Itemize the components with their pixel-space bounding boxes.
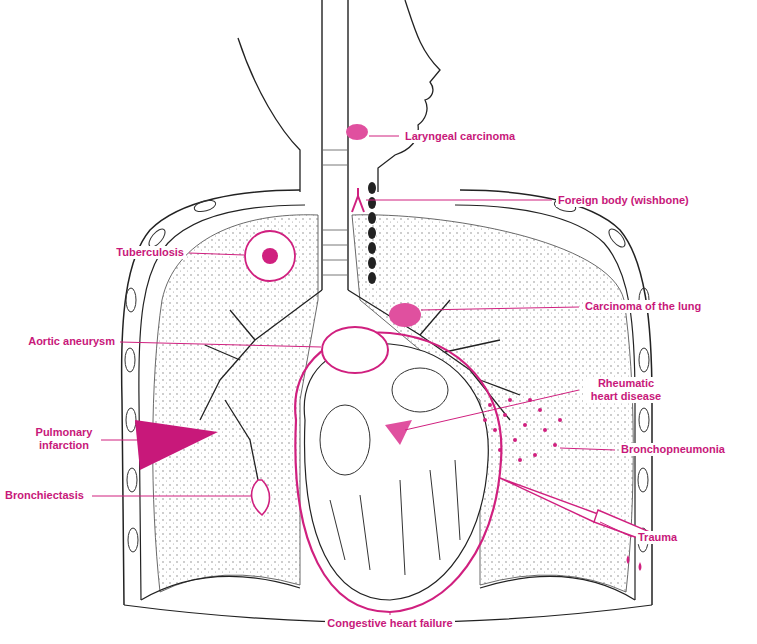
pathology-label: Trauma (636, 531, 679, 544)
pathology-label: Laryngeal carcinoma (403, 130, 517, 143)
pathology-label: Tuberculosis (114, 246, 186, 259)
pathology-label: Pulmonary infarction (29, 426, 99, 452)
pathology-label: Rheumatic heart disease (583, 377, 669, 403)
pathology-label: Congestive heart failure (325, 617, 454, 630)
pathology-label: Aortic aneurysm (26, 335, 117, 348)
pathology-label: Carcinoma of the lung (583, 300, 703, 313)
pathology-label: Bronchiectasis (3, 489, 86, 502)
pathology-label: Bronchopneumonia (619, 443, 727, 456)
pathology-label: Foreign body (wishbone) (556, 194, 691, 207)
